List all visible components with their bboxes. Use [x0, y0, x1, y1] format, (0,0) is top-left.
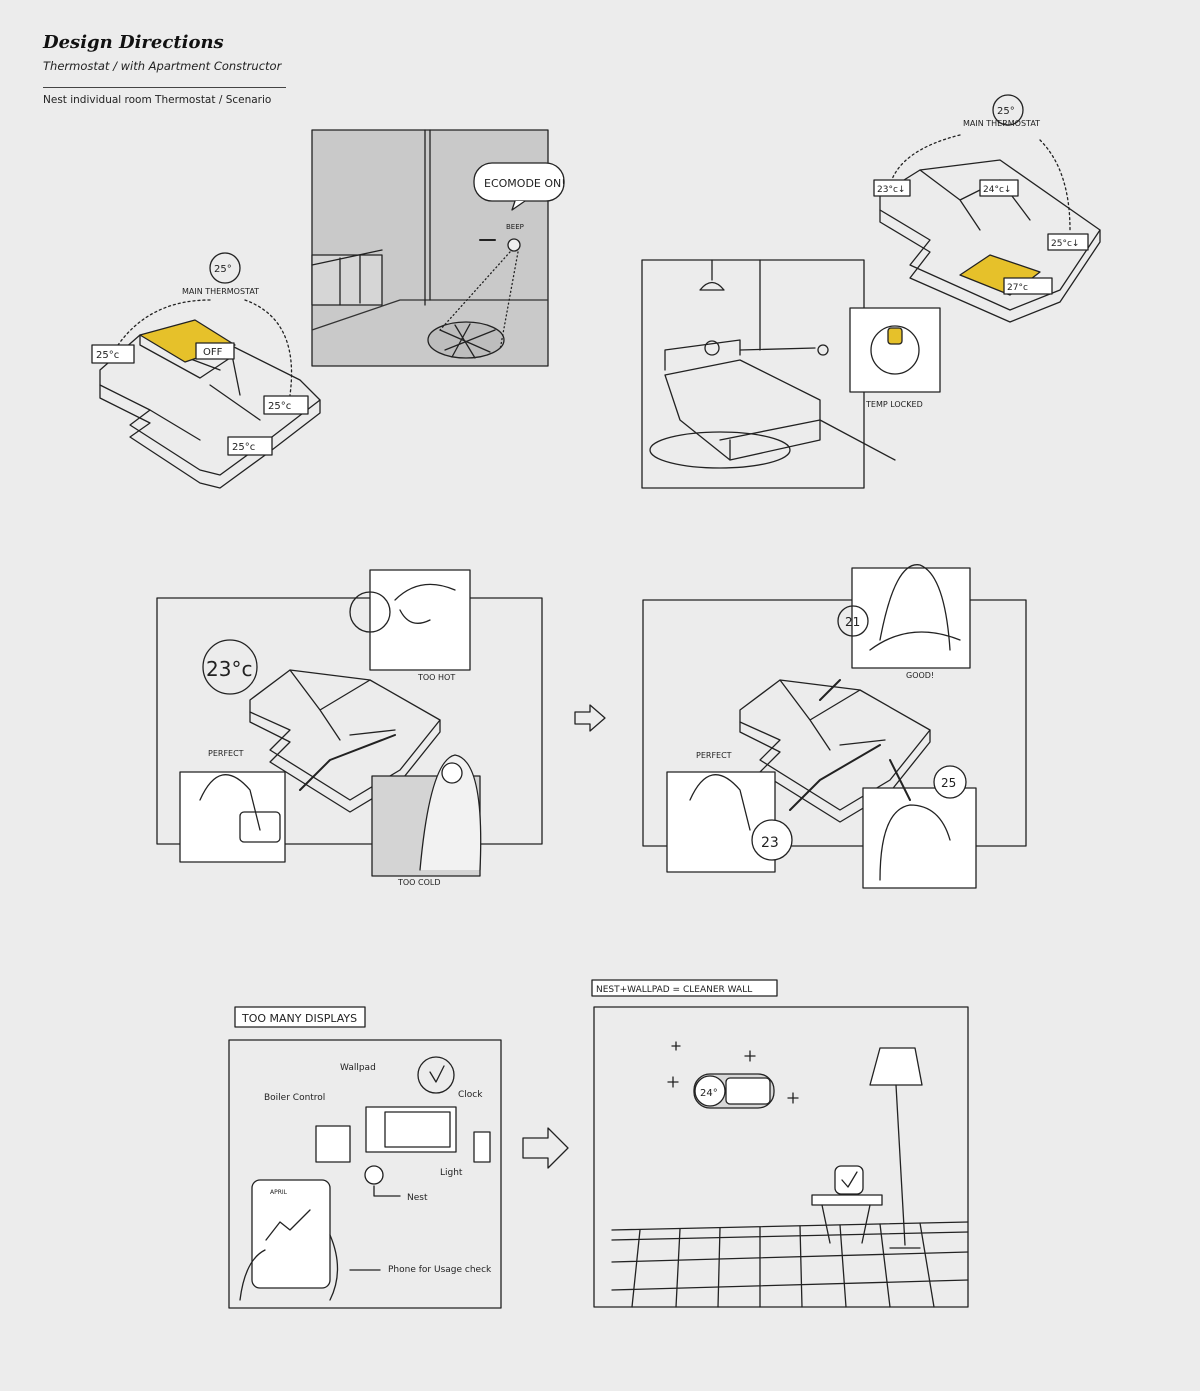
room-dial-icon	[751, 819, 793, 861]
main-thermostat-temp: 25°	[997, 106, 1015, 117]
nest-thermostat-icon	[364, 1165, 384, 1185]
boiler-label: Boiler Control	[264, 1093, 325, 1103]
too-hot-caption: TOO HOT	[417, 673, 455, 682]
too-cold-caption: TOO COLD	[397, 878, 441, 887]
nest-dial-icon	[694, 1075, 726, 1107]
room-label: 23°c↓	[877, 185, 905, 195]
lock-icon	[887, 327, 903, 345]
warm-person-panel	[862, 787, 977, 889]
cleaner-wall-banner: NEST+WALLPAD = CLEANER WALL	[596, 985, 752, 995]
scene1-floorplan: 25° MAIN THERMOSTAT 25°c OFF 25°c 25°c	[91, 252, 321, 489]
room-dial-icon	[933, 765, 967, 799]
device-temp: 24°	[700, 1088, 718, 1099]
room-label: 25°c↓	[1051, 239, 1079, 249]
phone-icon	[251, 1179, 331, 1289]
fan-icon	[349, 591, 391, 633]
page-title: Design Directions	[43, 32, 224, 53]
wallpad-icon	[365, 1106, 457, 1153]
arrow-right-icon	[574, 704, 606, 732]
divider	[43, 87, 286, 88]
scene5-balanced: GOOD! 21 PERFECT 23 25	[642, 564, 1027, 889]
main-thermostat-dial-icon	[209, 252, 241, 284]
room-label: 27°c	[1007, 283, 1028, 293]
eco-mode-speech: ECOMODE ON!	[484, 177, 566, 190]
clock-icon	[417, 1056, 455, 1094]
good-person-panel	[851, 567, 971, 669]
arrow-right-icon	[522, 1127, 569, 1169]
clock-label: Clock	[458, 1090, 483, 1100]
perfect-person-panel	[179, 771, 286, 863]
phone-label: Phone for Usage check	[388, 1265, 492, 1275]
sparkle-icon	[667, 1041, 799, 1104]
temp-locked-caption: TEMP LOCKED	[865, 400, 923, 409]
sleeping-person-icon	[704, 340, 720, 356]
room-temp: 21	[845, 615, 860, 629]
nest-thermostat-icon	[507, 238, 521, 252]
scene2-eco-room: ECOMODE ON! BEEP	[311, 129, 566, 367]
floor-lamp-icon	[869, 1047, 923, 1086]
lock-dial-icon	[870, 325, 920, 375]
scene6-too-many-displays: TOO MANY DISPLAYS Clock Wallpad Boiler C…	[228, 1006, 502, 1309]
room-label: OFF	[203, 347, 223, 358]
light-switch-icon	[473, 1131, 491, 1163]
nest-label: Nest	[407, 1193, 428, 1203]
boiler-control-icon	[315, 1125, 351, 1163]
room-label: 25°c	[268, 401, 291, 412]
side-table-icon	[811, 1194, 883, 1206]
ceiling-lamp-icon	[699, 259, 725, 291]
page-caption: Nest individual room Thermostat / Scenar…	[43, 94, 272, 106]
banner-box	[591, 979, 778, 997]
floor-rug-icon	[427, 321, 505, 359]
room-label: 24°c↓	[983, 185, 1011, 195]
room-temp: 23	[761, 835, 779, 851]
main-thermostat-dial-icon	[992, 94, 1024, 126]
wallpad-label: Wallpad	[340, 1063, 376, 1073]
nest-thermostat-icon	[817, 344, 829, 356]
main-thermostat-label: MAIN THERMOSTAT	[182, 287, 259, 296]
scene4-comfort-issue: TOO HOT 23°c PERFECT TOO COLD	[156, 569, 543, 887]
room-label: 25°c	[232, 442, 255, 453]
perfect-person-panel	[666, 771, 776, 873]
page-subtitle: Thermostat / with Apartment Constructor	[43, 59, 282, 73]
main-thermostat-temp: 25°	[214, 264, 232, 275]
light-label: Light	[440, 1168, 463, 1178]
room-label-box	[91, 344, 135, 364]
check-display-icon	[834, 1165, 864, 1195]
perfect-caption: PERFECT	[696, 751, 732, 760]
room-dial-icon	[837, 605, 869, 637]
header: Design Directions Thermostat / with Apar…	[43, 32, 288, 106]
room-label: 25°c	[96, 350, 119, 361]
big-thermostat-dial-icon	[202, 639, 258, 695]
main-thermostat-label: MAIN THERMOSTAT	[963, 119, 1040, 128]
beep-sound: BEEP	[506, 223, 524, 231]
phone-month: APRIL	[270, 1189, 288, 1196]
hot-person-panel	[369, 569, 471, 671]
room-temp: 25	[941, 776, 956, 790]
laptop-icon	[239, 811, 281, 843]
banner-box	[234, 1006, 366, 1028]
perfect-caption: PERFECT	[208, 749, 244, 758]
too-many-displays-banner: TOO MANY DISPLAYS	[241, 1012, 357, 1025]
good-caption: GOOD!	[906, 671, 934, 680]
scene3-bedroom: TEMP LOCKED 25° MAIN THERMOSTAT 23°c↓ 24…	[641, 94, 1101, 489]
big-temp-readout: 23°c	[206, 657, 252, 681]
scene7-cleaner-wall: NEST+WALLPAD = CLEANER WALL 24°	[591, 979, 969, 1308]
